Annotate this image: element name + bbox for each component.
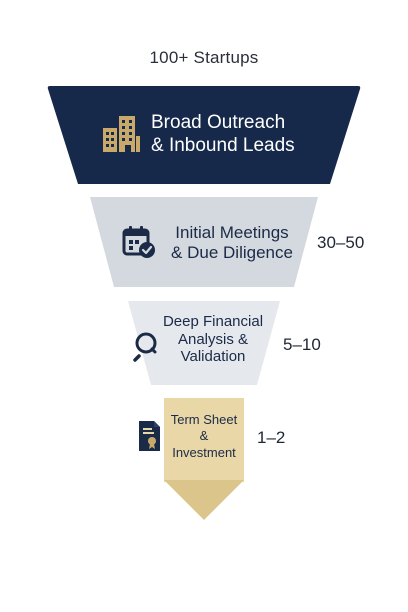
- stage-4-shape: [164, 398, 244, 520]
- stage-4-title-line2: &: [199, 428, 209, 444]
- funnel-stage-1: Broad Outreach & Inbound Leads: [47, 84, 361, 186]
- funnel-stage-2: Initial Meetings & Due Diligence: [88, 196, 320, 288]
- stage-2-title: Initial Meetings & Due Diligence: [162, 223, 302, 264]
- stage-3-count: 5–10: [283, 335, 321, 354]
- stage-2-title-line2: & Due Diligence: [171, 243, 293, 263]
- stage-3-title: Deep Financial Analysis & Validation: [154, 313, 272, 366]
- stage-1-title: Broad Outreach & Inbound Leads: [151, 112, 321, 158]
- office-buildings-icon: [103, 116, 140, 152]
- stage-3-title-line1: Deep Financial: [162, 313, 264, 330]
- stage-3-shape: [128, 301, 280, 385]
- stage-4-title-line3: Investment: [172, 444, 236, 460]
- stage-3-title-line3: Validation: [180, 348, 246, 366]
- stage-2-title-line1: Initial Meetings: [175, 223, 289, 242]
- stage-4-count: 1–2: [257, 428, 286, 447]
- stage-1-title-line1: Broad Outreach: [151, 112, 286, 133]
- magnifying-glass-icon: [133, 332, 157, 362]
- stage-4-title-line1: Term Sheet: [170, 412, 238, 427]
- funnel-stage-4: Term Sheet & Investment: [164, 398, 244, 522]
- certificate-document-icon: [139, 421, 160, 451]
- stage-4-title: Term Sheet & Investment: [164, 412, 244, 461]
- stage-1-shape: [47, 86, 361, 184]
- stage-3-title-line2: Analysis &: [177, 330, 249, 348]
- stage-1-title-line2: & Inbound Leads: [151, 134, 295, 156]
- funnel-stage-3: Deep Financial Analysis & Validation: [126, 300, 282, 386]
- stage-2-count: 30–50: [317, 233, 365, 252]
- funnel-top-label: 100+ Startups: [149, 48, 259, 67]
- stage-2-shape: [90, 197, 318, 287]
- calendar-check-icon: [122, 226, 155, 258]
